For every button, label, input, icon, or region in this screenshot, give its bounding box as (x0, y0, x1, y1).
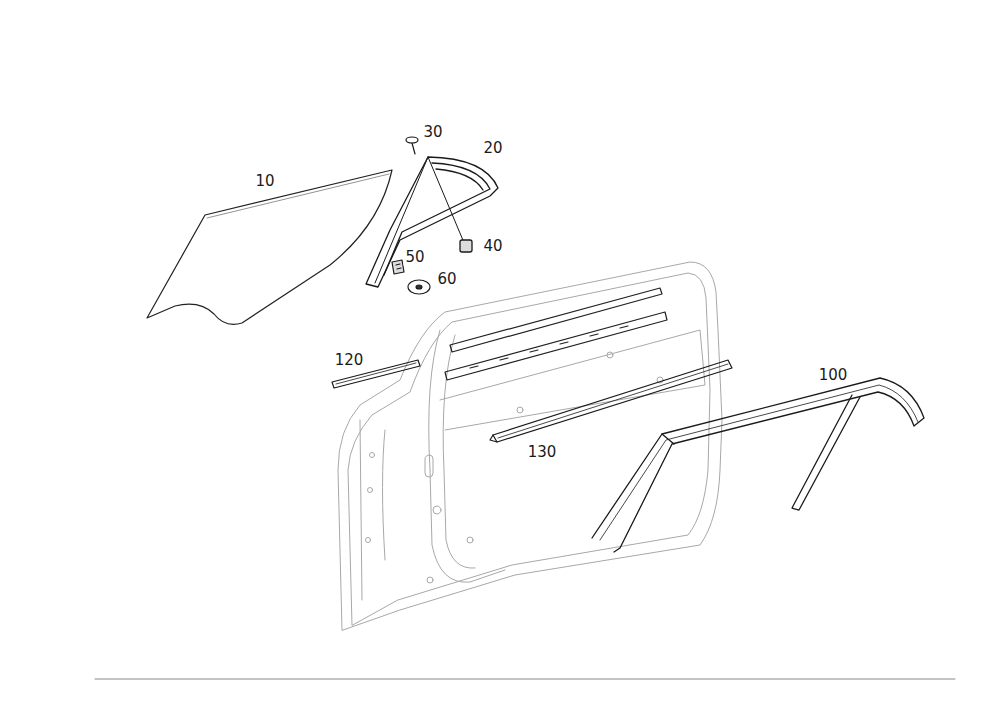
frame-inner (436, 169, 483, 190)
door-hole (370, 453, 375, 458)
washer-outer (408, 280, 430, 294)
screw-shank (412, 143, 415, 154)
frame-bar (375, 157, 428, 283)
frame-outline (592, 378, 924, 552)
door-shell (338, 262, 722, 630)
belt-seal (445, 312, 667, 380)
door-outline-inner (348, 273, 710, 625)
bolt-thread (396, 264, 401, 269)
frame-outline (366, 157, 498, 287)
frame-inner (384, 163, 490, 275)
screw (406, 137, 418, 154)
callout-number: 20 (481, 140, 504, 157)
door-hole (607, 352, 613, 358)
frame-pillar (792, 395, 860, 510)
door-hole (433, 506, 441, 514)
door-hole (517, 407, 523, 413)
frame-joint (662, 434, 674, 444)
callout-number: 10 (253, 173, 276, 190)
washer (408, 280, 430, 294)
door-hole (425, 455, 433, 477)
callout-number: 130 (526, 444, 559, 461)
callout-number: 60 (435, 271, 458, 288)
frame-inner (600, 385, 918, 540)
door-hole (467, 537, 473, 543)
door-hole (427, 577, 433, 583)
door-edge (360, 420, 362, 600)
bolt (392, 260, 404, 274)
door-outline (338, 262, 722, 630)
window-frame (592, 378, 924, 552)
glass-edge (207, 174, 389, 218)
footer-rule (95, 679, 955, 680)
washer-hole (416, 285, 422, 289)
callout-number: 30 (421, 124, 444, 141)
door-inner-panel (443, 335, 475, 568)
quarter-window-frame (366, 157, 498, 287)
door-hole (368, 488, 373, 493)
callout-number: 50 (403, 249, 426, 266)
clip (460, 240, 472, 252)
callout-number: 40 (481, 238, 504, 255)
seal-slots (470, 326, 628, 368)
strip-line (498, 364, 728, 438)
door-hole (366, 538, 371, 543)
door-belt-seal (445, 288, 667, 380)
belt-seal (450, 288, 662, 352)
frame-bar (428, 157, 465, 245)
weatherstrip (490, 360, 732, 442)
callout-number: 100 (817, 367, 850, 384)
strip-end (490, 435, 497, 442)
strip-outline (493, 360, 732, 442)
window-glass (147, 170, 392, 324)
screw-head (406, 137, 418, 143)
door-edge (383, 430, 386, 560)
bolt-body (392, 260, 404, 274)
callout-number: 120 (333, 352, 366, 369)
